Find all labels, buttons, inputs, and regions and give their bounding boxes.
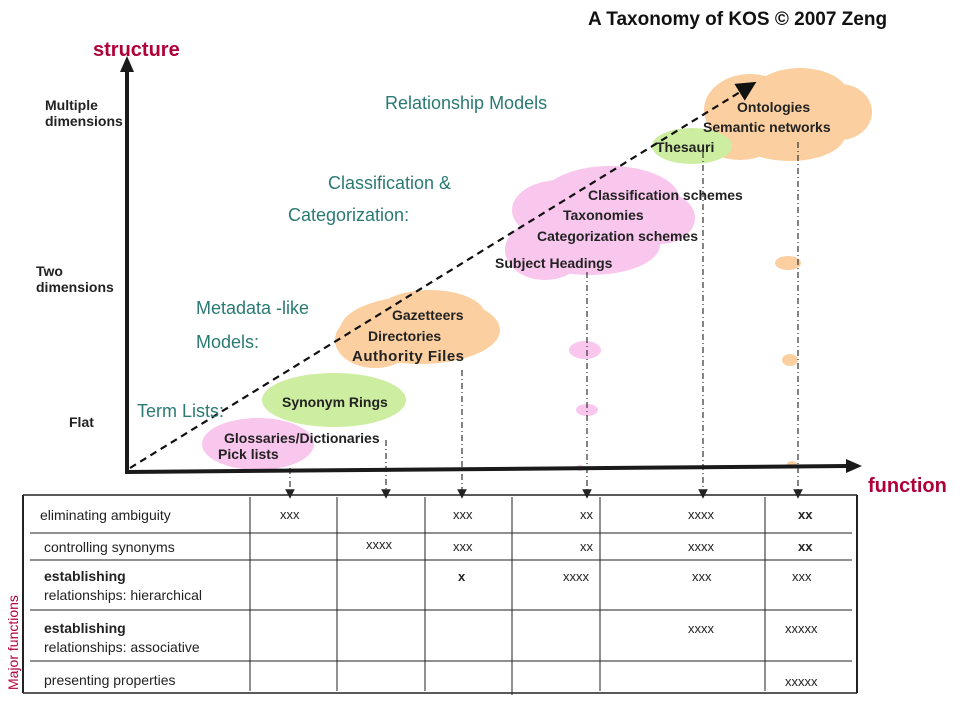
y-axis-arrowhead: [120, 56, 134, 72]
directories-label: Directories: [368, 328, 442, 344]
y-level-line: Two: [36, 263, 63, 279]
function-label-row1: eliminating ambiguity: [40, 506, 171, 525]
ontologies-cloud: [704, 68, 872, 161]
function-label-text: relationships: associative: [44, 638, 200, 655]
y-axis-label: structure: [93, 39, 180, 61]
subject-headings-label: Subject Headings: [495, 255, 613, 271]
synonym-rings-bubble: [262, 373, 406, 427]
table-cell: xxxx: [688, 507, 714, 522]
table-cell: xxxx: [688, 539, 714, 554]
y-level-multiple: Multiple dimensions: [45, 97, 123, 129]
table-cell: xxx: [692, 569, 712, 584]
thesauri-bubble: [652, 128, 732, 164]
table-cell: xx: [798, 507, 813, 522]
diagram-title: A Taxonomy of KOS © 2007 Zeng: [588, 9, 888, 30]
pink-dot: [576, 404, 598, 416]
function-label-text: eliminating ambiguity: [40, 507, 171, 523]
table-cell: xxx: [453, 507, 473, 522]
orange-dot: [775, 256, 801, 270]
function-label-bold: establishing: [44, 568, 126, 584]
function-label-row2: controlling synonyms: [44, 538, 175, 557]
semantic-networks-label: Semantic networks: [703, 119, 831, 135]
function-label-row5: presenting properties: [44, 671, 176, 690]
x-axis-label: function: [868, 475, 947, 497]
synonym-rings-label: Synonym Rings: [282, 394, 388, 410]
table-cell: xxx: [453, 539, 473, 554]
ontologies-label: Ontologies: [737, 99, 811, 115]
term-lists-label: Term Lists:: [137, 401, 225, 421]
orange-dot: [782, 354, 798, 366]
table-cell: xxxx: [563, 569, 589, 584]
classification-label-line2: Categorization:: [288, 205, 410, 225]
table-grid: [22, 494, 858, 695]
table-cell: xx: [580, 539, 593, 554]
glossaries-label: Glossaries/Dictionaries: [224, 430, 380, 446]
relationship-models-label: Relationship Models: [385, 93, 548, 113]
table-cell: xx: [580, 507, 593, 522]
clouds: [202, 68, 872, 471]
categorization-schemes-label: Categorization schemes: [537, 228, 699, 244]
pick-lists-label: Pick lists: [218, 446, 279, 462]
table-cell: xxxxx: [785, 674, 818, 689]
function-label-row3: establishing relationships: hierarchical: [44, 567, 202, 605]
x-axis-arrowhead: [846, 459, 862, 473]
table-cell: xxxx: [688, 621, 714, 636]
table-cell: x: [458, 569, 466, 584]
function-label-bold: establishing: [44, 620, 126, 636]
classification-schemes-label: Classification schemes: [588, 187, 743, 203]
table-cell: xxxxx: [785, 621, 818, 636]
function-label-text: controlling synonyms: [44, 539, 175, 555]
table-cell: xxx: [792, 569, 812, 584]
metadata-label-line2: Models:: [196, 332, 260, 352]
gazetteers-label: Gazetteers: [392, 307, 464, 323]
y-level-line: dimensions: [36, 279, 114, 296]
y-level-line: Multiple: [45, 97, 98, 113]
major-functions-label: Major functions: [5, 595, 21, 690]
glossaries-bubble: [202, 418, 314, 470]
thesauri-label: Thesauri: [656, 139, 715, 155]
authority-files-label: Authority Files: [352, 348, 465, 365]
taxonomies-label: Taxonomies: [563, 207, 644, 223]
classification-cloud: [505, 166, 695, 280]
table-cell: xxx: [280, 507, 300, 522]
metadata-label-line1: Metadata -like: [196, 298, 310, 318]
table-cell: xx: [798, 539, 813, 554]
y-level-flat: Flat: [69, 414, 94, 430]
function-label-row4: establishing relationships: associative: [44, 619, 200, 657]
function-label-text: relationships: hierarchical: [44, 586, 202, 603]
classification-label-line1: Classification &: [328, 173, 452, 193]
y-level-two: Two dimensions: [36, 263, 114, 295]
y-level-line: dimensions: [45, 113, 123, 130]
function-label-text: presenting properties: [44, 672, 176, 688]
axes: [120, 56, 862, 474]
table-cell: xxxx: [366, 537, 392, 552]
diagonal-dashed-arrow: [129, 81, 757, 469]
pink-dot: [569, 341, 601, 359]
x-axis: [124, 464, 849, 474]
